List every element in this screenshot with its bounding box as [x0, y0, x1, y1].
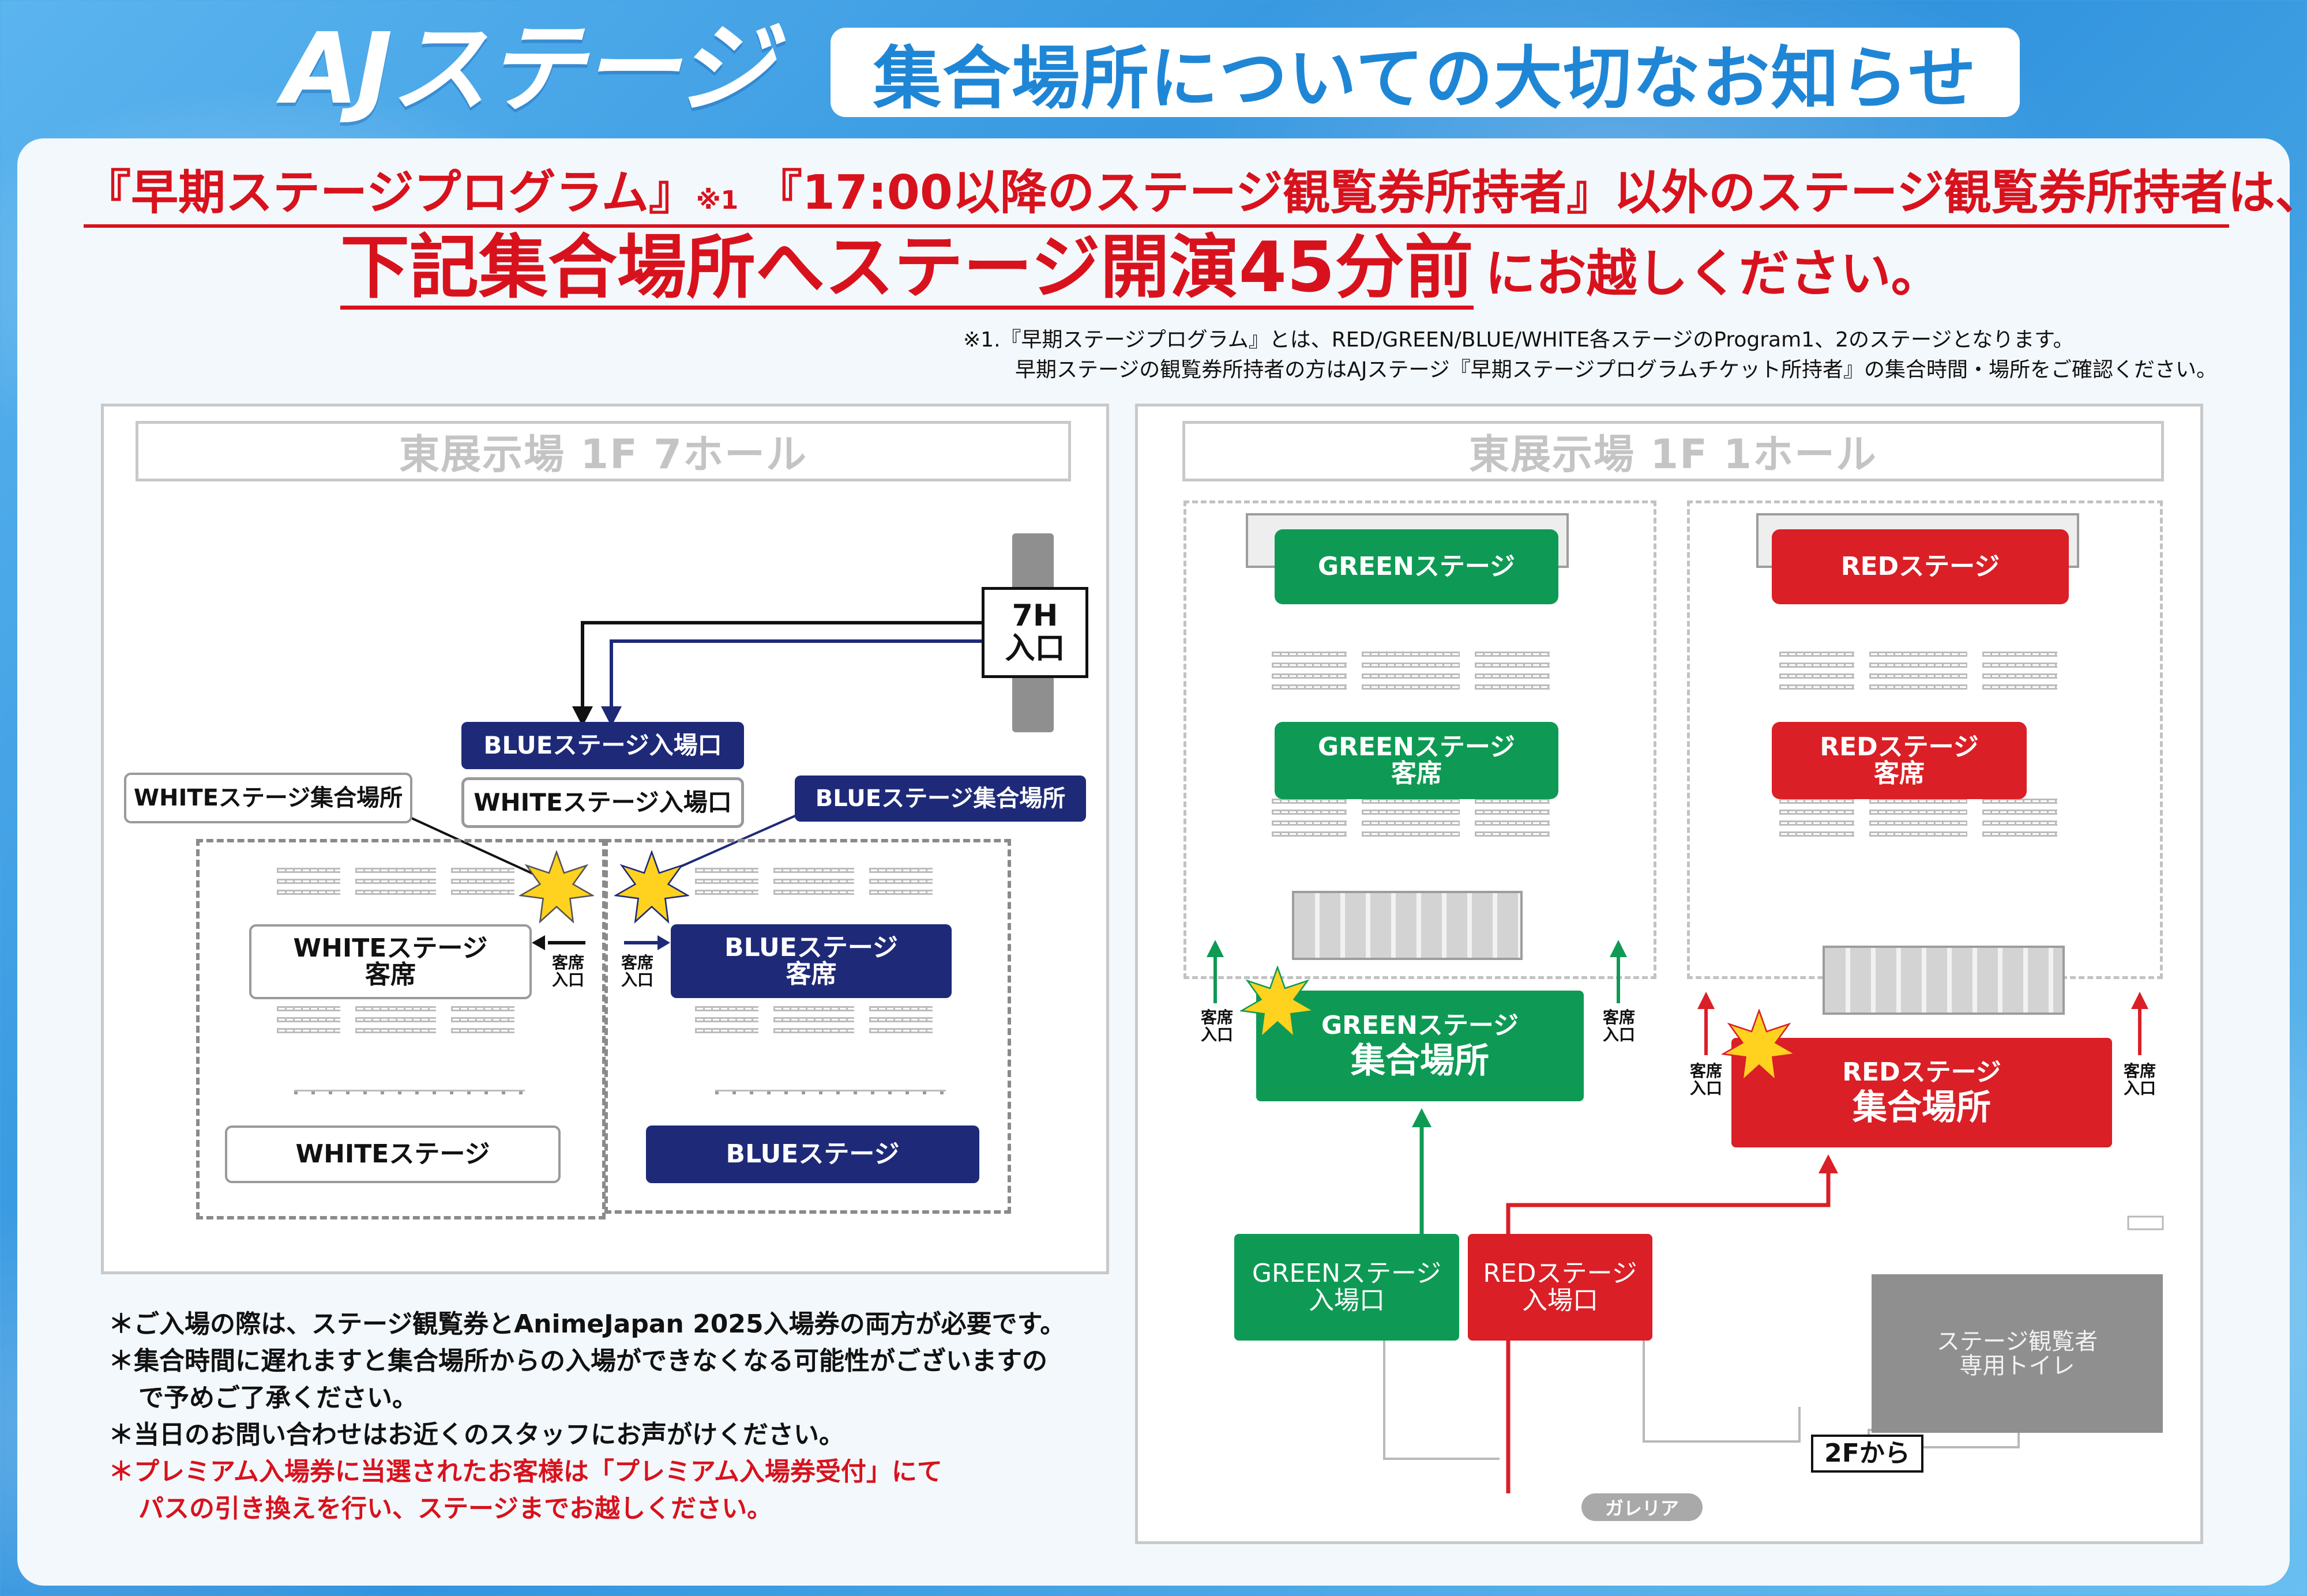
notice-main-suffix: にお越しください。: [1485, 244, 1942, 303]
green-meeting-star-icon: [1240, 966, 1315, 1039]
note-1: ＊ご入場の際は、ステージ観覧券とAnimeJapan 2025入場券の両方が必要…: [108, 1309, 1066, 1339]
page-subtitle: 集合場所についての大切なお知らせ: [831, 28, 2020, 118]
green-stage-seats-label: GREENステージ 客席: [1275, 722, 1558, 799]
white-meeting-star-icon: [519, 850, 594, 924]
galleria-label: ガレリア: [1581, 1493, 1703, 1521]
from-2f-label: 2Fから: [1811, 1435, 1923, 1473]
white-stage-area: [196, 839, 606, 1219]
right-hall-title: 東展示場 1F 1ホール: [1182, 421, 2164, 481]
red-stage-label: REDステージ: [1772, 529, 2069, 604]
green-stage-entry: GREENステージ 入場口: [1234, 1234, 1459, 1341]
green-seat-block-upper: [1272, 652, 1550, 690]
notes-list: ＊ご入場の際は、ステージ観覧券とAnimeJapan 2025入場券の両方が必要…: [108, 1306, 1135, 1537]
green-meeting-line-1: GREENステージ: [1321, 1011, 1519, 1041]
red-stage-seats-label: REDステージ 客席: [1772, 722, 2027, 799]
green-hall-area: [1183, 500, 1656, 979]
blue-stage-rail: [715, 1090, 946, 1094]
red-seat-block-upper: [1779, 652, 2057, 690]
blue-seat-block-top: [695, 868, 933, 895]
red-meeting-place: REDステージ 集合場所: [1731, 1038, 2112, 1147]
note-2a: ＊集合時間に遅れますと集合場所からの入場ができなくなる可能性がございますの: [108, 1346, 1047, 1376]
green-seat-entrance-right: 客席 入口: [1602, 1008, 1635, 1044]
stage-visitor-toilet: ステージ観覧者 専用トイレ: [1872, 1274, 2163, 1433]
entrance-7h: 7H 入口: [982, 587, 1088, 678]
white-seat-block-bottom: [277, 1006, 514, 1033]
notice-line-2: 下記集合場所へステージ開演45分前にお越しください。: [340, 231, 1978, 311]
red-seat-block-lower: [1779, 799, 2057, 837]
green-seat-block-lower: [1272, 799, 1550, 837]
white-stage-label: WHITEステージ: [225, 1126, 561, 1183]
green-control-booth: [1292, 891, 1523, 960]
green-seat-entrance-left: 客席 入口: [1200, 1008, 1233, 1044]
notice-early-program: 『早期ステージプログラム』: [84, 165, 696, 220]
footnote-2: 早期ステージの観覧券所持者の方はAJステージ『早期ステージプログラムチケット所持…: [1015, 358, 2218, 382]
white-stage-entry-label: WHITEステージ入場口: [461, 777, 744, 828]
page-title: AJステージ: [283, 12, 773, 126]
note-4a: ＊プレミアム入場券に当選されたお客様は「プレミアム入場券受付」にて: [108, 1457, 942, 1486]
green-meeting-line-2: 集合場所: [1351, 1040, 1489, 1081]
red-stage-entry: REDステージ 入場口: [1468, 1234, 1652, 1341]
left-hall-title: 東展示場 1F 7ホール: [136, 421, 1071, 481]
green-stage-label: GREENステージ: [1275, 529, 1558, 604]
blue-meeting-star-icon: [614, 850, 689, 924]
blue-seat-entrance-label: 客席 入口: [621, 953, 653, 989]
footnote-1: ※1.『早期ステージプログラム』とは、RED/GREEN/BLUE/WHITE各…: [963, 328, 2074, 352]
red-seat-entrance-left: 客席 入口: [1689, 1062, 1722, 1098]
notice-sup: ※1: [696, 186, 739, 215]
blue-seat-block-bottom: [695, 1006, 933, 1033]
notice-main-instruction: 下記集合場所へステージ開演45分前: [340, 231, 1474, 310]
white-stage-meeting-label: WHITEステージ集合場所: [124, 773, 412, 823]
red-meeting-line-1: REDステージ: [1842, 1057, 2001, 1087]
blue-stage-meeting-label: BLUEステージ集合場所: [795, 776, 1086, 822]
red-meeting-star-icon: [1722, 1009, 1797, 1082]
red-control-booth: [1823, 946, 2065, 1015]
note-4b: パスの引き換えを行い、ステージまでお越しください。: [138, 1494, 773, 1523]
note-3: ＊当日のお問い合わせはお近くのスタッフにお声がけください。: [108, 1420, 844, 1450]
red-meeting-line-2: 集合場所: [1853, 1087, 1991, 1128]
blue-stage-seats-label: BLUEステージ 客席: [671, 924, 952, 998]
red-seat-entrance-right: 客席 入口: [2123, 1062, 2156, 1098]
notice-after-1700: 『17:00以降のステージ観覧券所持者』以外のステージ観覧券所持者は、: [754, 165, 2307, 220]
white-stage-rail: [294, 1090, 525, 1094]
white-seat-entrance-label: 客席 入口: [551, 953, 584, 989]
notice-line-1: 『早期ステージプログラム』※1 『17:00以降のステージ観覧券所持者』以外のス…: [84, 164, 2307, 228]
blue-stage-area: [604, 839, 1011, 1214]
blue-stage-entry-label: BLUEステージ入場口: [461, 722, 744, 769]
white-seat-block-top: [277, 868, 514, 895]
note-2b: で予めご了承ください。: [138, 1383, 418, 1413]
blue-stage-label: BLUEステージ: [646, 1126, 979, 1183]
white-stage-seats-label: WHITEステージ 客席: [249, 924, 532, 999]
